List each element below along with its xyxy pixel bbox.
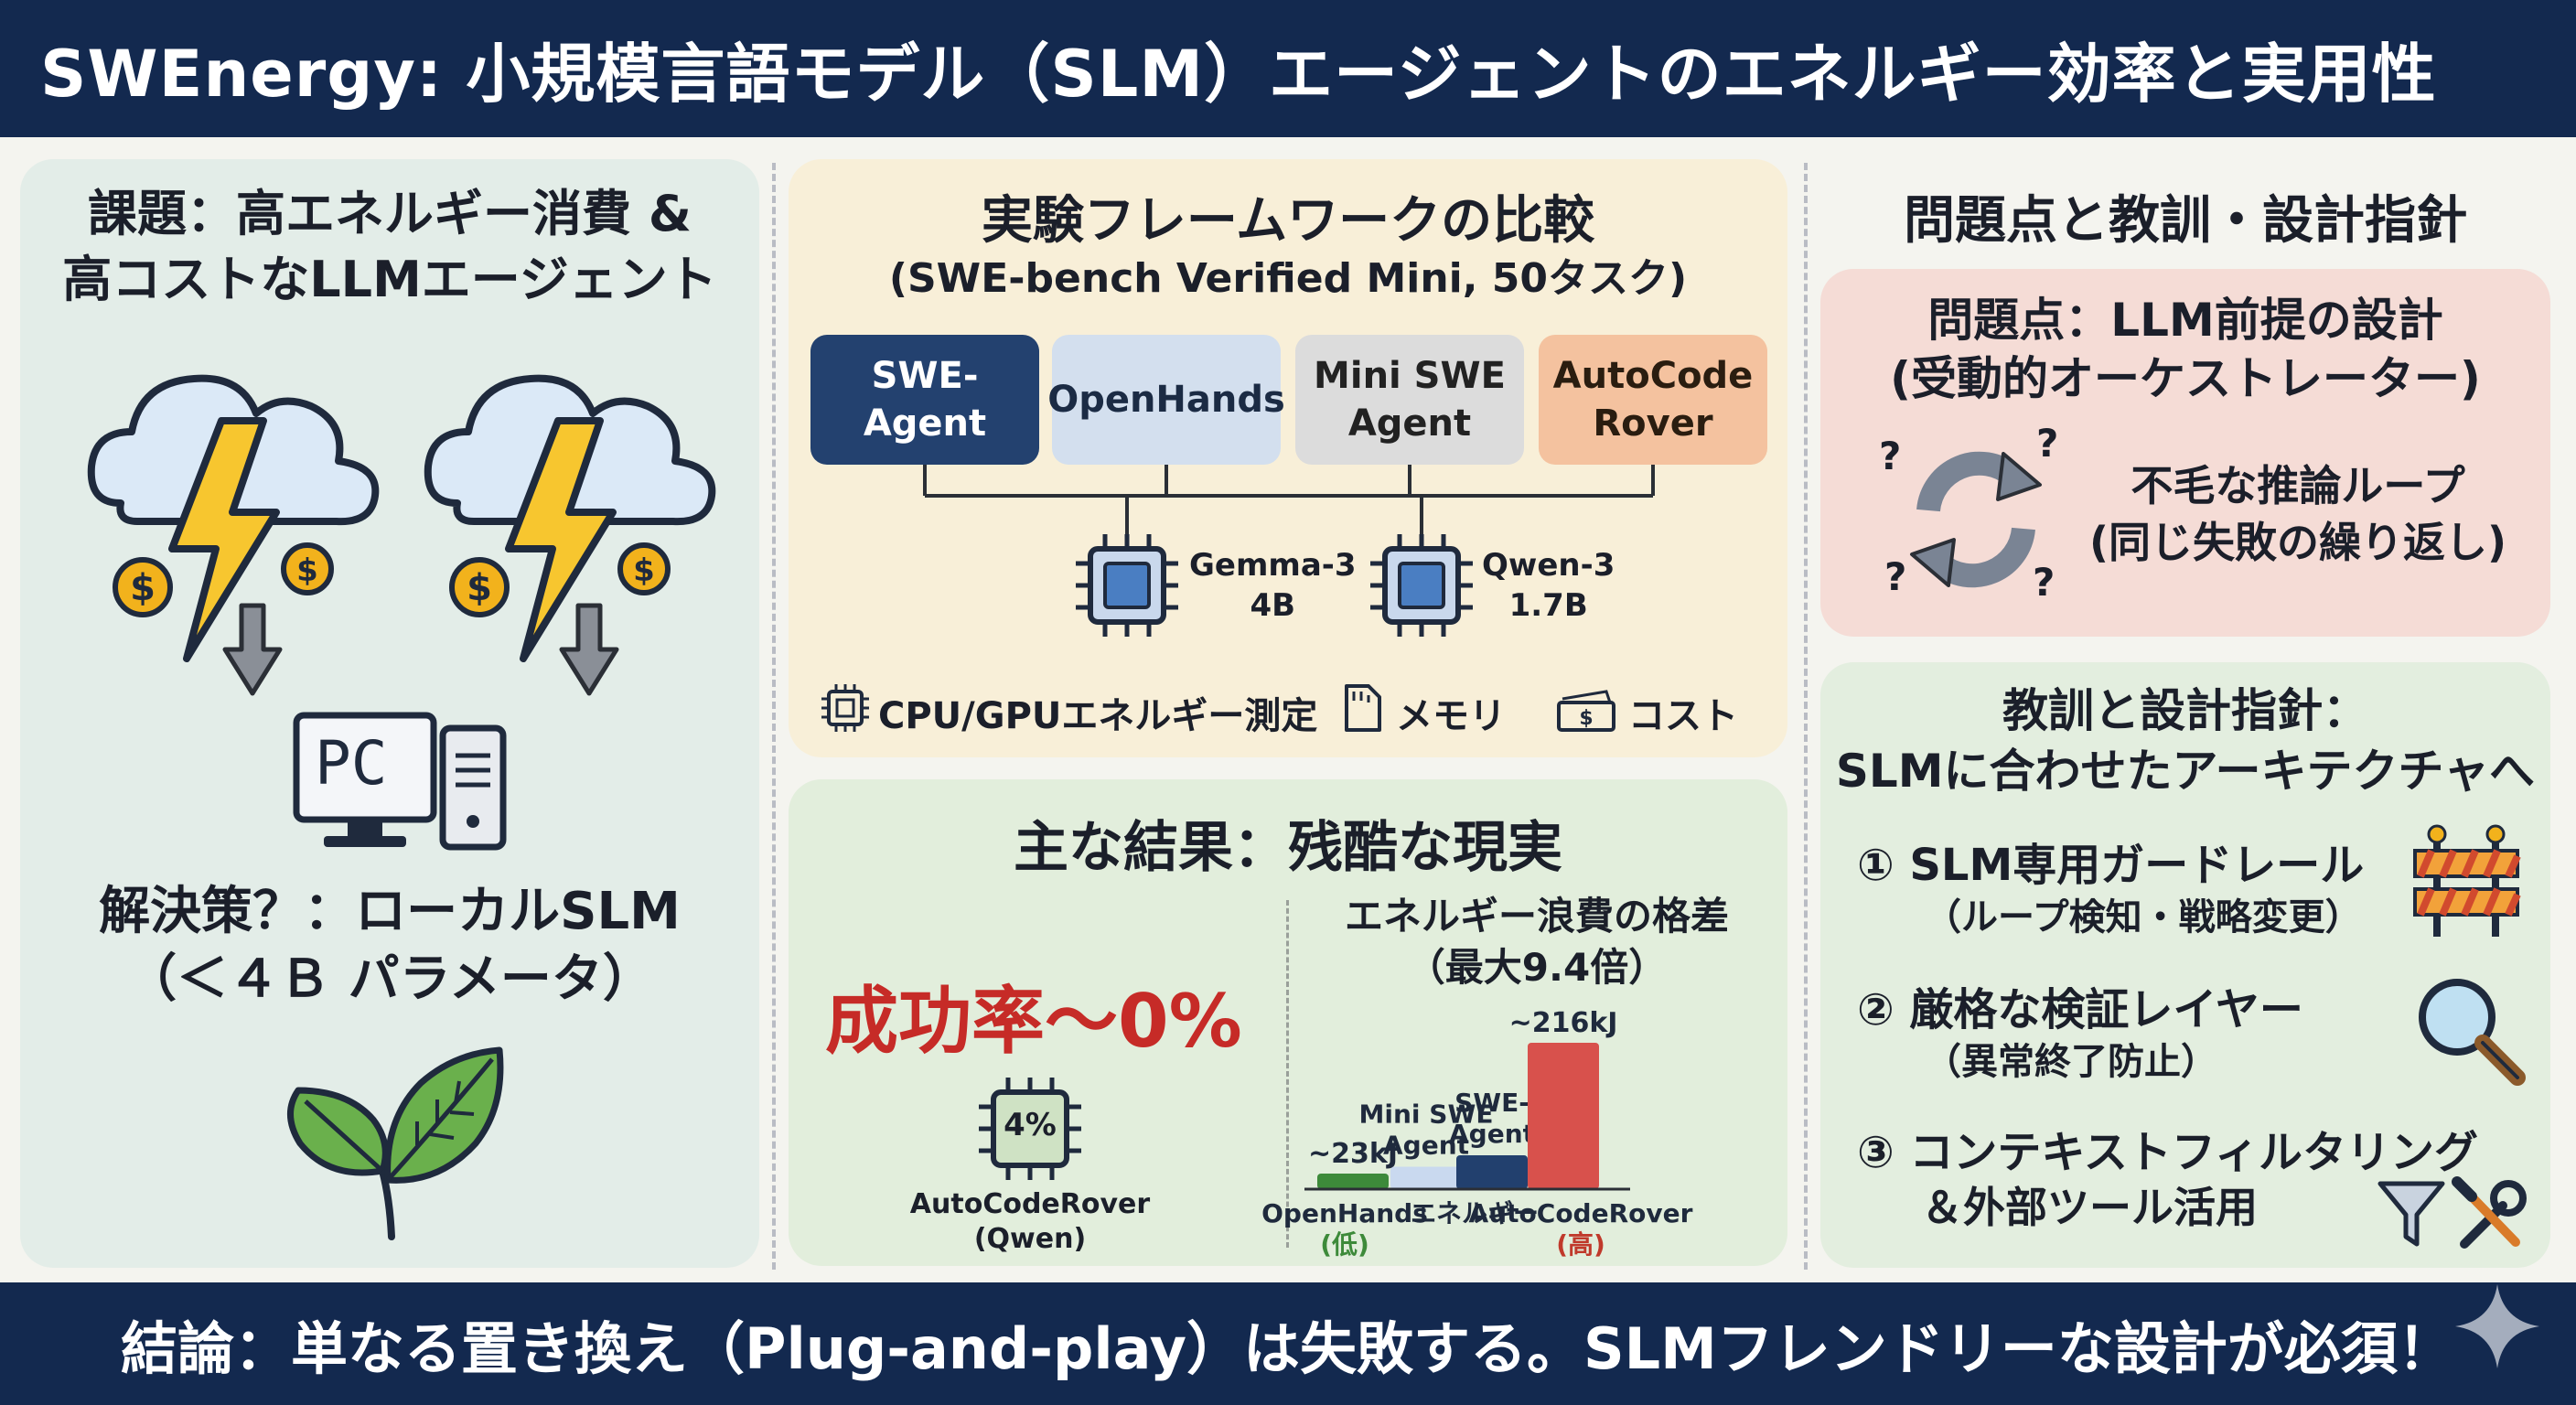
tools-icon [2452, 1176, 2527, 1249]
energy-chart-title: エネルギー浪費の格差 （最大9.4倍） [1290, 891, 1784, 993]
chip-icon-gemma [1076, 534, 1178, 637]
loop-line1: 不毛な推論ループ [2131, 461, 2465, 510]
solution-line1: 解決策？：ローカルSLM [99, 882, 681, 941]
svg-text:$: $ [467, 567, 492, 609]
problem-heading-line2: (受動的オーケストレーター) [1890, 352, 2481, 405]
storm-cloud-icon: $ $ [424, 374, 716, 696]
bar-name-label: SWE- [1454, 1088, 1530, 1118]
conclusion-text: 結論：単なる置き換え（Plug-and-play）は失敗する。SLMフレンドリー… [121, 1315, 2454, 1382]
x-axis-note: (高) [1556, 1229, 1605, 1260]
bar-value-label: ~216kJ [1509, 1007, 1618, 1039]
loop-description: 不毛な推論ループ (同じ失敗の繰り返し) [2069, 457, 2527, 571]
question-mark: ? [2033, 560, 2055, 605]
footer-bar: 結論：単なる置き換え（Plug-and-play）は失敗する。SLMフレンドリー… [0, 1282, 2576, 1405]
question-mark: ? [1884, 554, 1907, 599]
bar-value-label: ~23kJ [1308, 1138, 1398, 1170]
money-icon: $ [1557, 690, 1615, 732]
chip-icon-qwen [1370, 534, 1473, 637]
energy-bar [1528, 1043, 1599, 1189]
chip-caption: AutoCodeRover (Qwen) [893, 1187, 1167, 1257]
chip-caption-line2: (Qwen) [973, 1223, 1087, 1255]
energy-bar [1456, 1154, 1528, 1189]
lessons-title: 教訓と設計指針： SLMに合わせたアーキテクチャへ [1820, 681, 2550, 801]
cpu-icon [821, 684, 869, 732]
lessons-title-line1: 教訓と設計指針： [2002, 684, 2368, 737]
svg-text:$: $ [1579, 707, 1593, 730]
desktop-pc-icon [293, 712, 507, 851]
question-mark: ? [2036, 421, 2059, 466]
lessons-title-line2: SLMに合わせたアーキテクチャへ [1835, 745, 2536, 798]
pc-label: PC [315, 728, 388, 799]
lesson-item-3-title: ③ コンテキストフィルタリング [1857, 1127, 2478, 1178]
challenge-title: 課題：高エネルギー消費 & 高コストなLLMエージェント [20, 181, 759, 313]
problems-title: 問題点と教訓・設計指針 [1904, 191, 2467, 251]
model-name: Gemma-3 [1189, 547, 1357, 584]
x-axis-label: OpenHands [1261, 1198, 1428, 1228]
energy-bar [1390, 1166, 1462, 1189]
solution-line2: （＜４Ｂ パラメータ） [125, 949, 654, 1009]
chip-caption-line1: AutoCodeRover [909, 1188, 1151, 1220]
svg-text:$: $ [130, 567, 156, 609]
x-axis-note: (低) [1320, 1229, 1369, 1260]
lesson-item-1-detail: （ループ検知・戦略変更） [1925, 896, 2362, 938]
bar-name-label: Agent [1449, 1119, 1535, 1149]
leaf-icon [287, 1046, 504, 1240]
energy-title-line2: （最大9.4倍） [1406, 945, 1668, 990]
challenge-title-line2: 高コストなLLMエージェント [62, 251, 717, 308]
magnifier-icon [2419, 979, 2526, 1086]
results-title: 主な結果：残酷な現実 [1014, 816, 1562, 880]
chip-value: 4% [1004, 1107, 1057, 1143]
column-divider [1804, 163, 1808, 1270]
sparkle-icon [2455, 1284, 2539, 1368]
bar-name-label: Mini SWE [1359, 1099, 1494, 1130]
model-size: 4B [1250, 587, 1296, 624]
problem-heading: 問題点：LLM前提の設計 (受動的オーケストレーター) [1820, 291, 2550, 408]
loop-line2: (同じ失敗の繰り返し) [2088, 518, 2507, 567]
storm-cloud-icon: $ $ [87, 374, 380, 696]
solution-text: 解決策？：ローカルSLM （＜４Ｂ パラメータ） [20, 878, 759, 1014]
bar-name-label: Agent [1383, 1131, 1469, 1161]
energy-title-line1: エネルギー浪費の格差 [1344, 894, 1729, 938]
model-size: 1.7B [1508, 587, 1588, 624]
header-bar: SWEnergy: 小規模言語モデル（SLM）エージェントのエネルギー効率と実用… [0, 0, 2576, 137]
framework-openhands: OpenHands [1047, 335, 1285, 465]
lesson-item-2-title: ② 厳格な検証レイヤー [1857, 984, 2303, 1035]
framework-autocoderover: AutoCode Rover [1539, 335, 1767, 465]
framework-swe-agent: SWE- Agent [810, 335, 1039, 465]
chip-icon-result [979, 1078, 1081, 1180]
column-divider [772, 163, 776, 1270]
challenge-title-line1: 課題：高エネルギー消費 & [88, 185, 692, 242]
page-title: SWEnergy: 小規模言語モデル（SLM）エージェントのエネルギー効率と実用… [40, 36, 2437, 112]
experiment-subtitle: (SWE-bench Verified Mini, 50タスク) [888, 255, 1688, 302]
lesson-item-3-detail: ＆外部ツール活用 [1921, 1183, 2258, 1232]
model-name: Qwen-3 [1482, 547, 1615, 584]
loop-arrows-icon [1910, 451, 2042, 588]
memory-card-icon [1345, 684, 1381, 732]
model-gemma: Gemma-3 4B [1189, 545, 1357, 626]
svg-text:$: $ [633, 552, 655, 589]
metric-memory: メモリ [1396, 695, 1506, 737]
lesson-item-1-title: ① SLM専用ガードレール [1857, 840, 2365, 891]
model-qwen: Qwen-3 1.7B [1482, 545, 1615, 626]
question-mark: ? [1879, 434, 1902, 478]
funnel-icon [2377, 1181, 2445, 1247]
lessons-panel [1820, 662, 2550, 1268]
barrier-icon [2413, 824, 2521, 937]
experiment-title: 実験フレームワークの比較 [981, 191, 1595, 251]
x-axis-label: AutoCodeRover [1469, 1198, 1693, 1228]
svg-text:$: $ [296, 552, 318, 589]
metric-energy: CPU/GPUエネルギー測定 [878, 695, 1318, 737]
energy-bar [1317, 1173, 1389, 1189]
metric-cost: コスト [1628, 695, 1738, 737]
x-axis-label: エネルギー [1411, 1198, 1539, 1228]
problem-heading-line1: 問題点：LLM前提の設計 [1927, 294, 2443, 347]
results-divider [1286, 900, 1289, 1248]
success-rate: 成功率〜0% [825, 979, 1242, 1064]
framework-mini-swe-agent: Mini SWE Agent [1295, 335, 1524, 465]
lesson-item-2-detail: （異常終了防止） [1925, 1041, 2217, 1083]
